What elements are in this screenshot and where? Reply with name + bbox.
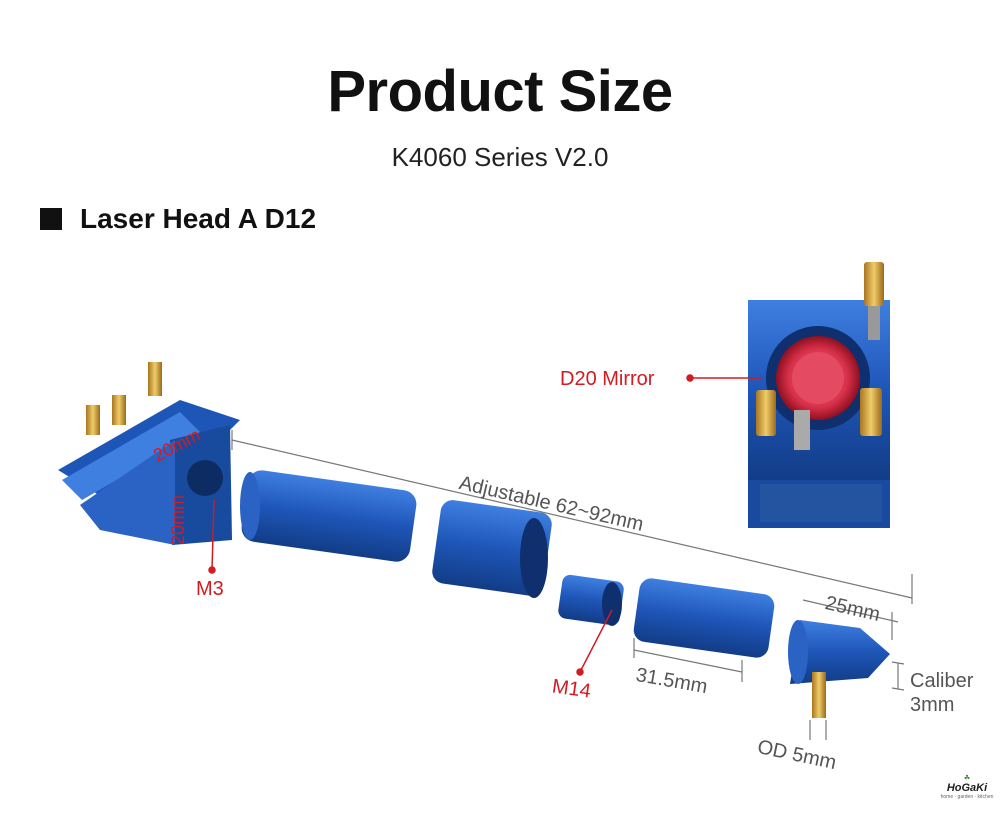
red-callouts — [208, 374, 762, 676]
section-bullet — [40, 208, 62, 230]
m3-label: M3 — [196, 578, 224, 600]
brand-logo: ☘ HoGaKi home · garden · kitchen — [940, 774, 994, 800]
page-subtitle: K4060 Series V2.0 — [391, 142, 609, 172]
nozzle — [788, 620, 890, 718]
mirror-label: D20 Mirror — [560, 368, 655, 390]
m14-ring — [558, 574, 624, 626]
page-title: Product Size — [327, 59, 673, 124]
extension-tube-long — [240, 470, 417, 562]
logo-text: HoGaKi — [946, 782, 988, 794]
knurled-nut — [432, 500, 552, 598]
extension-tube-short — [633, 578, 775, 658]
leaf-icon: ☘ — [963, 775, 971, 782]
cube-height-label: 20mm — [168, 494, 188, 545]
section-label: Laser Head A D12 — [80, 203, 317, 234]
section-heading: Laser Head A D12 — [40, 203, 316, 235]
logo-tagline: home · garden · kitchen — [940, 794, 994, 800]
caliber-label: Caliber — [910, 670, 974, 692]
mirror-mount-block — [748, 262, 890, 528]
caliber-value-label: 3mm — [910, 694, 955, 716]
dimension-lines — [231, 430, 913, 740]
cube-mirror-mount — [58, 362, 240, 545]
